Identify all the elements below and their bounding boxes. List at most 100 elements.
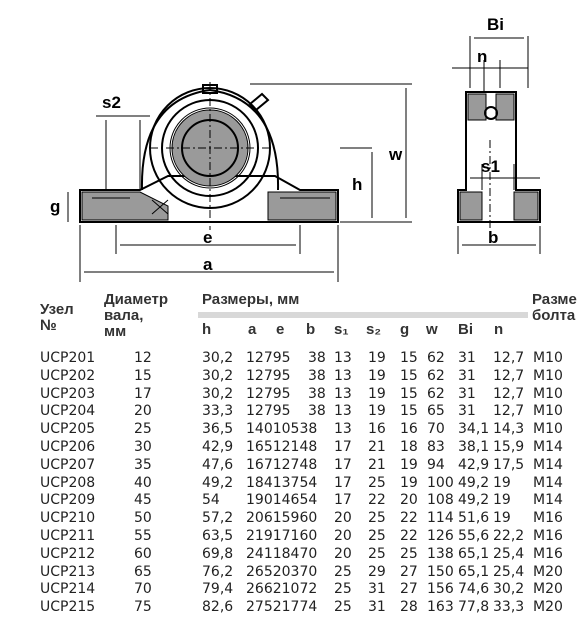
cell-aeb: 21917160 xyxy=(246,528,318,544)
cell-node: UCP201 xyxy=(40,350,96,366)
cell-b: 38 xyxy=(308,350,326,366)
cell-n: 15,9 xyxy=(493,439,525,455)
cell-s2: 16 xyxy=(368,421,386,438)
cell-bolt: M14 xyxy=(533,474,563,491)
cell-node: UCP209 xyxy=(40,492,96,509)
cell-aeb: 20615960 xyxy=(246,510,318,527)
subheader-col: s₂ xyxy=(366,321,382,338)
cell-shaft: 40 xyxy=(134,474,152,491)
label-Bi: Bi xyxy=(487,15,504,34)
cell-bolt: M20 xyxy=(533,581,563,598)
cell-node: UCP203 xyxy=(40,385,96,402)
cell-w: 62 xyxy=(427,385,445,402)
cell-node: UCP212 xyxy=(40,545,96,562)
side-view xyxy=(452,36,541,254)
cell-aeb: 24118470 xyxy=(246,545,318,562)
cell-bi: 74,6 xyxy=(458,581,490,598)
cell-h: 30,2 xyxy=(202,385,234,402)
cell-node: UCP206 xyxy=(40,439,96,455)
cell-bi: 77,8 xyxy=(458,599,490,616)
cell-s2: 21 xyxy=(368,456,386,473)
cell-n: 19 xyxy=(493,492,511,509)
cell-aeb: 12795 xyxy=(246,385,291,402)
cell-bolt: M14 xyxy=(533,439,563,455)
cell-b: 38 xyxy=(308,403,326,420)
cell-shaft: 60 xyxy=(134,545,152,562)
cell-aeb: 12795 xyxy=(246,367,291,384)
subheader-col: Bi xyxy=(458,321,473,338)
cell-node: UCP210 xyxy=(40,510,96,527)
cell-g: 15 xyxy=(400,403,418,420)
cell-aeb: 14010538 xyxy=(246,421,318,438)
cell-s1: 20 xyxy=(334,528,352,544)
cell-bi: 31 xyxy=(458,403,476,420)
cell-g: 22 xyxy=(400,510,418,527)
label-g: g xyxy=(50,197,60,216)
cell-n: 22,2 xyxy=(493,528,525,544)
cell-n: 12,7 xyxy=(493,403,525,420)
cell-h: 54 xyxy=(202,492,220,509)
cell-bi: 51,6 xyxy=(458,510,490,527)
cell-w: 100 xyxy=(427,474,454,491)
cell-h: 82,6 xyxy=(202,599,234,616)
cell-g: 15 xyxy=(400,350,418,366)
label-h: h xyxy=(352,175,362,194)
cell-node: UCP204 xyxy=(40,403,96,420)
cell-s1: 13 xyxy=(334,350,352,366)
cell-shaft: 50 xyxy=(134,510,152,527)
cell-h: 69,8 xyxy=(202,545,234,562)
cell-shaft: 35 xyxy=(134,456,152,473)
subheader-col: s₁ xyxy=(334,321,349,338)
cell-shaft: 12 xyxy=(134,350,152,366)
header-shaft: Диаметр вала, мм xyxy=(104,291,168,340)
cell-s2: 22 xyxy=(368,492,386,509)
cell-w: 126 xyxy=(427,528,454,544)
cell-bi: 42,9 xyxy=(458,456,490,473)
cell-bi: 38,1 xyxy=(458,439,490,455)
cell-bi: 49,2 xyxy=(458,492,490,509)
cell-n: 30,2 xyxy=(493,581,525,598)
cell-s2: 19 xyxy=(368,367,386,384)
cell-h: 42,9 xyxy=(202,439,234,455)
cell-s1: 17 xyxy=(334,474,352,491)
cell-n: 17,5 xyxy=(493,456,525,473)
cell-aeb: 16712748 xyxy=(246,456,318,473)
cell-node: UCP205 xyxy=(40,421,96,438)
cell-node: UCP211 xyxy=(40,528,96,544)
cell-w: 138 xyxy=(427,545,454,562)
cell-bolt: M16 xyxy=(533,528,563,544)
cell-h: 47,6 xyxy=(202,456,234,473)
cell-s1: 17 xyxy=(334,492,352,509)
label-b: b xyxy=(488,228,498,247)
cell-g: 19 xyxy=(400,474,418,491)
cell-h: 63,5 xyxy=(202,528,234,544)
cell-aeb: 19014654 xyxy=(246,492,318,509)
cell-s1: 13 xyxy=(334,385,352,402)
cell-bi: 31 xyxy=(458,385,476,402)
cell-s1: 20 xyxy=(334,545,352,562)
cell-aeb: 16512148 xyxy=(246,439,318,455)
cell-s2: 31 xyxy=(368,599,386,616)
cell-w: 94 xyxy=(427,456,445,473)
subheader-col: w xyxy=(426,321,438,338)
header-node: Узел № xyxy=(40,301,74,334)
subheader-col: a xyxy=(248,321,257,338)
cell-n: 25,4 xyxy=(493,545,525,562)
cell-node: UCP213 xyxy=(40,563,96,580)
subheader-col: n xyxy=(494,321,504,338)
cell-g: 27 xyxy=(400,581,418,598)
cell-h: 33,3 xyxy=(202,403,234,420)
cell-bi: 31 xyxy=(458,350,476,366)
cell-bi: 65,1 xyxy=(458,563,490,580)
label-n: n xyxy=(477,47,487,66)
cell-aeb: 12795 xyxy=(246,403,291,420)
cell-w: 70 xyxy=(427,421,445,438)
cell-s2: 25 xyxy=(368,545,386,562)
cell-s1: 20 xyxy=(334,510,352,527)
cell-shaft: 17 xyxy=(134,385,152,402)
